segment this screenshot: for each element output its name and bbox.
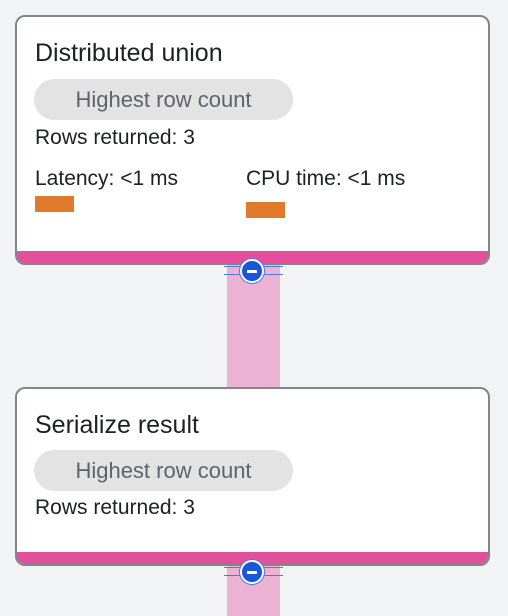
node-title: Distributed union xyxy=(35,39,223,67)
collapse-control[interactable] xyxy=(224,560,283,584)
highest-row-count-badge: Highest row count xyxy=(34,79,293,120)
minus-circle-icon[interactable] xyxy=(240,560,264,584)
collapse-control[interactable] xyxy=(224,259,283,283)
rows-returned: Rows returned: 3 xyxy=(35,496,195,519)
plan-node-distributed-union[interactable]: Distributed union Highest row count Rows… xyxy=(15,15,490,265)
plan-node-serialize-result[interactable]: Serialize result Highest row count Rows … xyxy=(15,387,490,566)
node-title: Serialize result xyxy=(35,411,199,439)
cpu-time-label: CPU time: <1 ms xyxy=(246,167,406,190)
cpu-time-bar xyxy=(246,202,285,218)
edge-connector xyxy=(227,262,280,390)
latency-label: Latency: <1 ms xyxy=(35,167,178,190)
rows-returned: Rows returned: 3 xyxy=(35,126,195,149)
latency-bar xyxy=(35,196,74,212)
highest-row-count-badge: Highest row count xyxy=(34,450,293,491)
minus-circle-icon[interactable] xyxy=(240,259,264,283)
node-accent-bar xyxy=(17,251,488,263)
node-accent-bar xyxy=(17,552,488,564)
